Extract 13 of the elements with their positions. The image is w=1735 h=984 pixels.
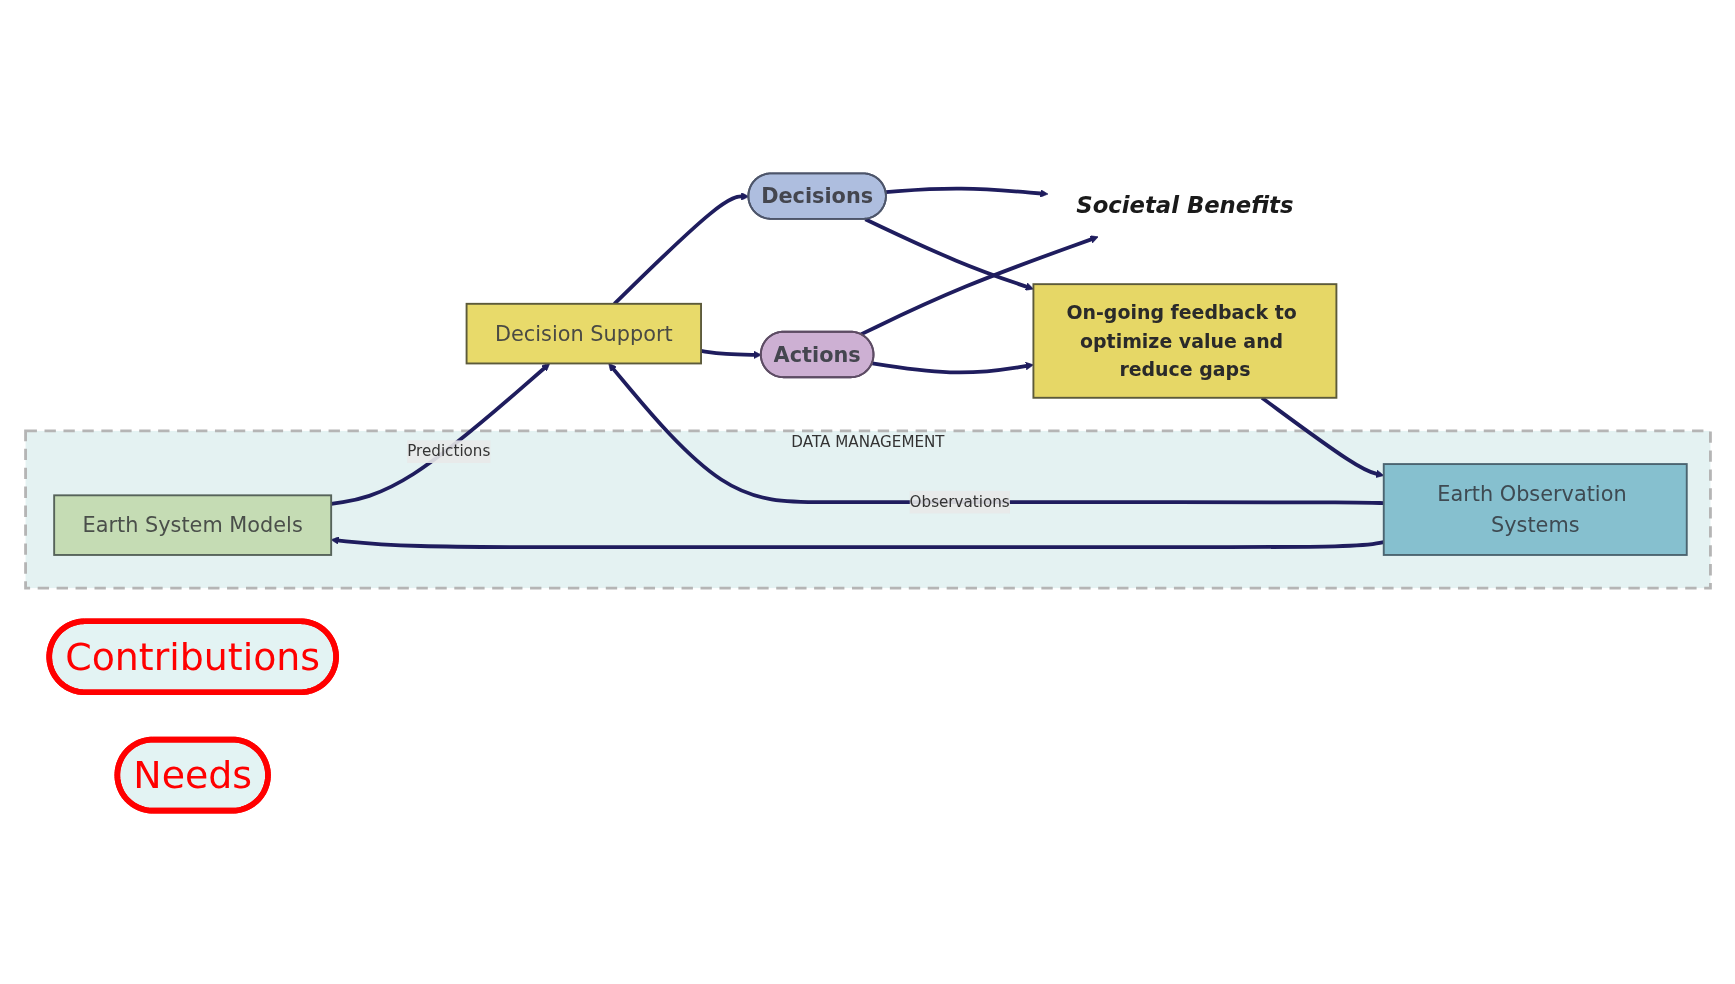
node-box: Earth System Models [52,494,332,556]
arrow [330,363,550,506]
node-box: Earth Observation Systems [1382,463,1688,556]
node-box: Decision Support [465,302,702,365]
arrow [859,235,1099,337]
arrow [607,363,1384,506]
arrow [885,186,1048,198]
arrow [1260,396,1384,478]
edge-label: Predictions [406,442,490,461]
edge-label: Observations [909,492,1010,511]
node-text: Societal Benefits [1075,192,1293,219]
arrow [330,536,1384,550]
node-box: On-going feedback to optimize value and reduce gaps [1031,283,1337,399]
